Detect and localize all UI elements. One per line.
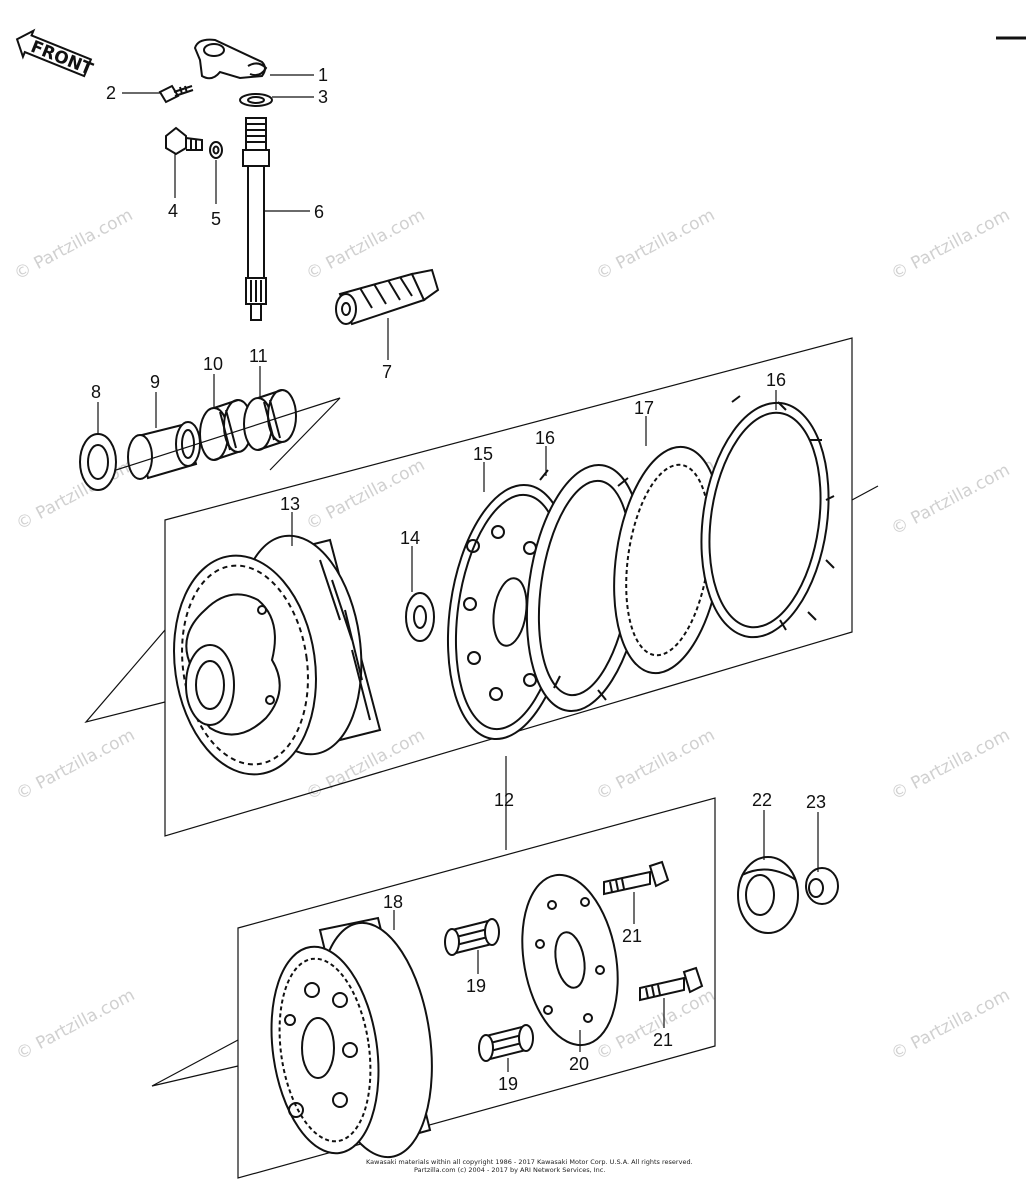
callout-6: 6 xyxy=(314,202,324,222)
part-5-washer xyxy=(209,141,223,159)
part-19-spring xyxy=(444,918,500,956)
watermark: © Partzilla.com xyxy=(13,725,138,804)
part-4-bolt xyxy=(165,126,203,156)
callout-23: 23 xyxy=(806,792,826,812)
part-16-friction-plate-rear xyxy=(700,395,835,639)
part-8-seal xyxy=(79,433,117,491)
watermark: © Partzilla.com xyxy=(11,205,136,284)
lower-group-outline xyxy=(151,797,716,1179)
callout-21b: 21 xyxy=(653,1030,673,1050)
callout-10: 10 xyxy=(203,354,223,374)
part-22-cap xyxy=(737,856,799,934)
callout-12: 12 xyxy=(494,790,514,810)
part-21-bolt xyxy=(603,860,670,896)
front-label: FRONT xyxy=(28,37,96,80)
watermark: © Partzilla.com xyxy=(888,985,1013,1064)
callout-15: 15 xyxy=(473,444,493,464)
callout-16a: 16 xyxy=(535,428,555,448)
callout-14: 14 xyxy=(400,528,420,548)
bearing-axis-line xyxy=(115,397,341,471)
callout-21a: 21 xyxy=(622,926,642,946)
part-1-lever xyxy=(193,38,268,80)
part-7-worm-gear xyxy=(335,268,440,326)
leader-lines xyxy=(97,74,819,1072)
part-16-friction-plate xyxy=(525,463,651,713)
callout-19a: 19 xyxy=(466,976,486,996)
callout-5: 5 xyxy=(211,209,221,229)
part-2-bolt xyxy=(158,84,194,104)
callout-7: 7 xyxy=(382,362,392,382)
callout-4: 4 xyxy=(168,201,178,221)
part-23-bearing xyxy=(805,867,839,905)
callout-labels: 1 2 3 4 5 6 7 8 9 10 11 12 13 14 15 16 1… xyxy=(91,65,826,1094)
callout-9: 9 xyxy=(150,372,160,392)
copyright-line-1: Kawasaki materials within all copyright … xyxy=(366,1158,693,1166)
front-arrow-icon: FRONT xyxy=(15,28,96,80)
callout-16b: 16 xyxy=(766,370,786,390)
watermark: © Partzilla.com xyxy=(13,455,138,534)
watermark: © Partzilla.com xyxy=(593,205,718,284)
part-19-spring-2 xyxy=(478,1024,534,1062)
callout-17: 17 xyxy=(634,398,654,418)
part-3-washer xyxy=(239,93,273,107)
part-6-shift-shaft xyxy=(242,117,270,321)
watermark: © Partzilla.com xyxy=(888,205,1013,284)
assembly-12-outline xyxy=(84,337,879,837)
part-20-plate xyxy=(521,873,619,1047)
part-18-clutch-hub xyxy=(270,916,433,1159)
callout-1: 1 xyxy=(318,65,328,85)
callout-18: 18 xyxy=(383,892,403,912)
part-13-clutch-housing xyxy=(173,534,382,776)
callout-19b: 19 xyxy=(498,1074,518,1094)
callout-3: 3 xyxy=(318,87,328,107)
part-14-washer xyxy=(405,592,435,642)
callout-11: 11 xyxy=(249,346,268,366)
part-21-bolt-2 xyxy=(639,966,704,1002)
copyright-line-2: Partzilla.com (c) 2004 - 2017 by ARI Net… xyxy=(414,1166,605,1174)
watermark: © Partzilla.com xyxy=(888,725,1013,804)
callout-13: 13 xyxy=(280,494,300,514)
callout-22: 22 xyxy=(752,790,772,810)
callout-8: 8 xyxy=(91,382,101,402)
watermark: © Partzilla.com xyxy=(593,725,718,804)
callout-20: 20 xyxy=(569,1054,589,1074)
part-9-sleeve xyxy=(127,421,201,480)
watermark: © Partzilla.com xyxy=(888,460,1013,539)
copyright-footer: Kawasaki materials within all copyright … xyxy=(366,1158,693,1174)
callout-2: 2 xyxy=(106,83,116,103)
watermark: © Partzilla.com xyxy=(13,985,138,1064)
